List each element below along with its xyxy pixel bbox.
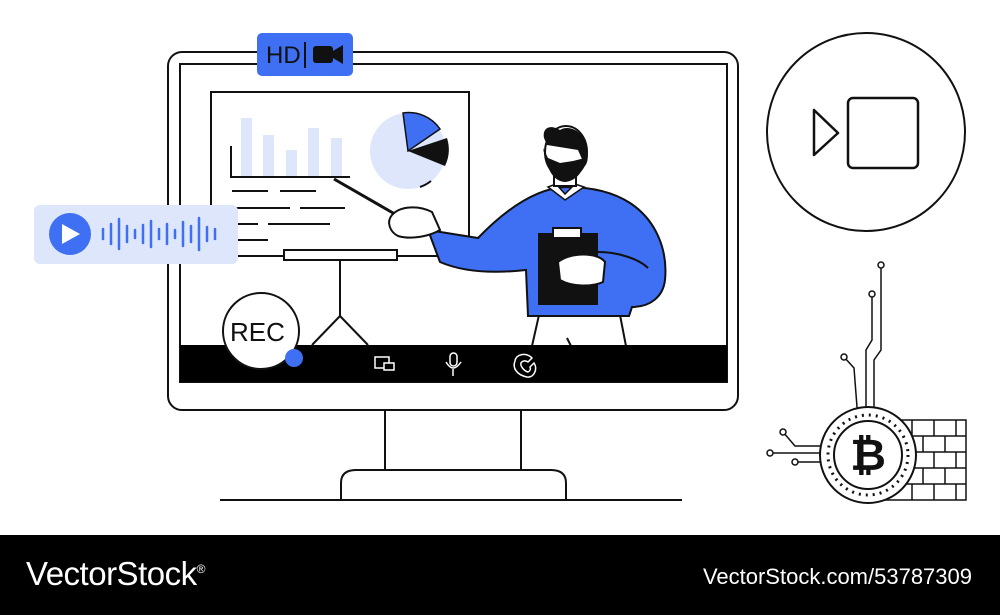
phone-icon[interactable] — [513, 353, 537, 378]
audio-message-chip — [34, 205, 238, 264]
brand-registered-mark: ® — [196, 562, 206, 576]
hd-label: HD — [266, 42, 301, 69]
recording-dot — [285, 349, 303, 367]
brand-name: VectorStock — [26, 555, 197, 592]
footer-brand[interactable]: VectorStock® — [26, 555, 205, 593]
footer-bar: VectorStock® VectorStock.com/53787309 — [0, 535, 1000, 615]
bitcoin-icon: ₿ — [819, 406, 917, 504]
hd-badge: HD — [257, 33, 353, 76]
waveform-icon — [101, 216, 217, 252]
video-camera-icon — [313, 45, 343, 64]
bar-chart-graphic — [241, 118, 342, 176]
rec-badge: REC — [222, 292, 303, 370]
pie-chart-graphic — [370, 111, 449, 189]
rec-label: REC — [230, 317, 285, 347]
screen-share-icon[interactable] — [374, 356, 395, 371]
bitcoin-symbol: ₿ — [850, 431, 886, 480]
play-frame-icon — [766, 32, 966, 232]
presenter-figure — [388, 125, 667, 347]
illustration-scene: HD — [34, 32, 967, 504]
footer-url[interactable]: VectorStock.com/53787309 — [702, 564, 972, 589]
whiteboard — [210, 91, 470, 346]
microphone-icon[interactable] — [445, 352, 462, 376]
